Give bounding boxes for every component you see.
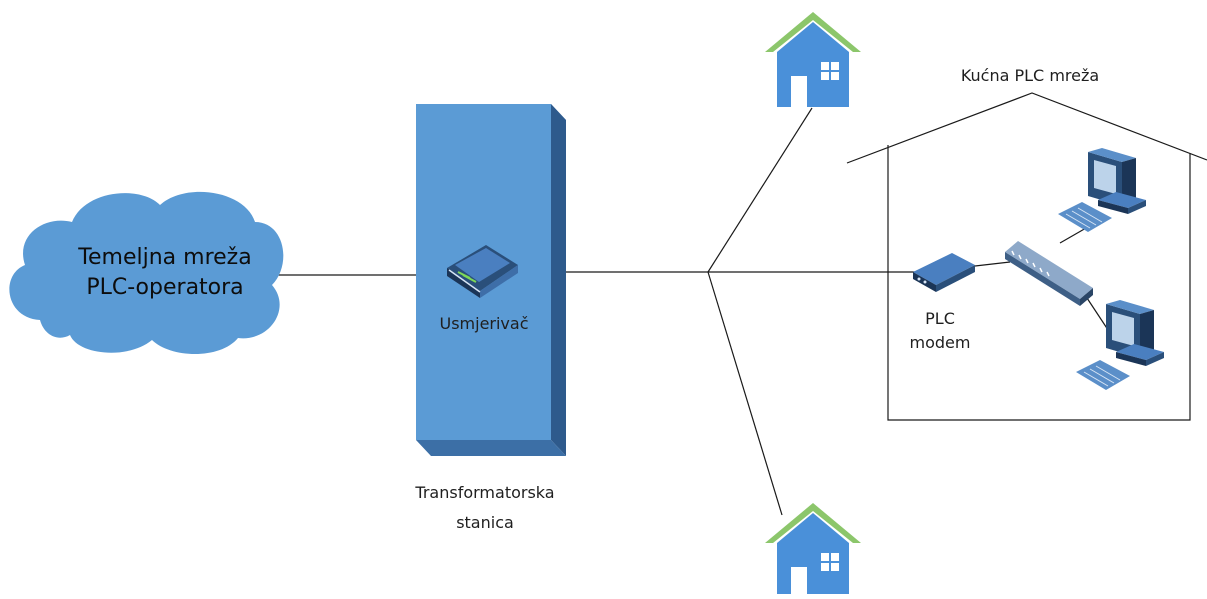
network-switch-icon — [1005, 241, 1093, 306]
substation-side — [551, 104, 566, 456]
home-network-label: Kućna PLC mreža — [960, 66, 1100, 85]
house-icon-top — [765, 12, 861, 107]
connection-lines — [275, 107, 1119, 516]
computer-icon-top — [1058, 148, 1146, 232]
router-label: Usmjerivač — [439, 314, 529, 333]
modem-to-switch-line — [974, 261, 1011, 267]
house-icon-bottom — [765, 503, 861, 598]
plc-modem-icon — [913, 253, 975, 292]
junction-to-bottom-house-line — [707, 271, 783, 516]
substation-label-line2: stanica — [456, 513, 514, 532]
plc-modem-label-line2: modem — [909, 333, 971, 352]
substation-label: Transformatorska stanica — [380, 478, 590, 538]
substation-bottom — [416, 440, 566, 456]
home-network-outline — [846, 92, 1207, 421]
cloud-label: Temeljna mreža PLC-operatora — [60, 243, 270, 303]
cloud-label-line1: Temeljna mreža — [78, 245, 252, 270]
router-icon — [447, 245, 518, 298]
substation-label-line1: Transformatorska — [415, 483, 555, 502]
plc-modem-label-line1: PLC — [925, 309, 955, 328]
junction-to-top-house-line — [707, 107, 813, 273]
computer-icon-bottom — [1076, 300, 1164, 390]
plc-modem-label: PLC modem — [890, 307, 990, 355]
cloud-shape — [9, 191, 284, 354]
cloud-label-line2: PLC-operatora — [86, 275, 244, 300]
